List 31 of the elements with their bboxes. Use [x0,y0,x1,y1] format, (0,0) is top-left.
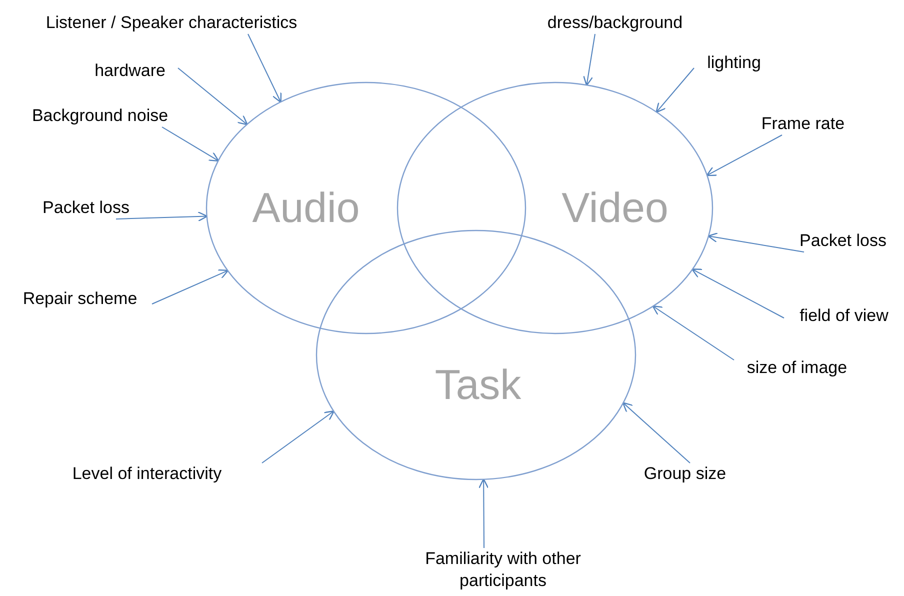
arrow [162,126,220,162]
arrow [152,269,229,304]
factor-label: dress/background [526,12,704,34]
factor-label: lighting [694,52,774,74]
factor-label: Listener / Speaker characteristics [14,12,329,34]
factor-label: Packet loss [788,230,898,252]
arrow [478,478,489,548]
circle-label: Video [562,184,668,232]
circle-label: Task [434,361,522,409]
factor-label: Familiarity with other participants [410,548,596,592]
factor-label: hardware [82,60,178,82]
arrow [691,268,784,318]
arrow [262,410,335,464]
factor-label: size of image [734,357,860,379]
arrow [708,232,804,252]
factor-label: Repair scheme [8,288,152,310]
factor-label: Group size [634,463,736,485]
factor-label: field of view [784,305,904,327]
arrow [656,68,694,113]
arrow [116,211,208,222]
arrow [706,134,782,176]
arrow [248,34,282,103]
factor-label: Packet loss [30,197,142,219]
arrow [652,305,734,360]
arrow [622,402,690,464]
factor-label: Background noise [14,105,186,127]
arrow [583,34,596,86]
arrow [178,68,248,126]
factor-label: Level of interactivity [32,463,262,485]
circle-label: Audio [252,184,360,232]
factor-label: Frame rate [748,113,858,135]
